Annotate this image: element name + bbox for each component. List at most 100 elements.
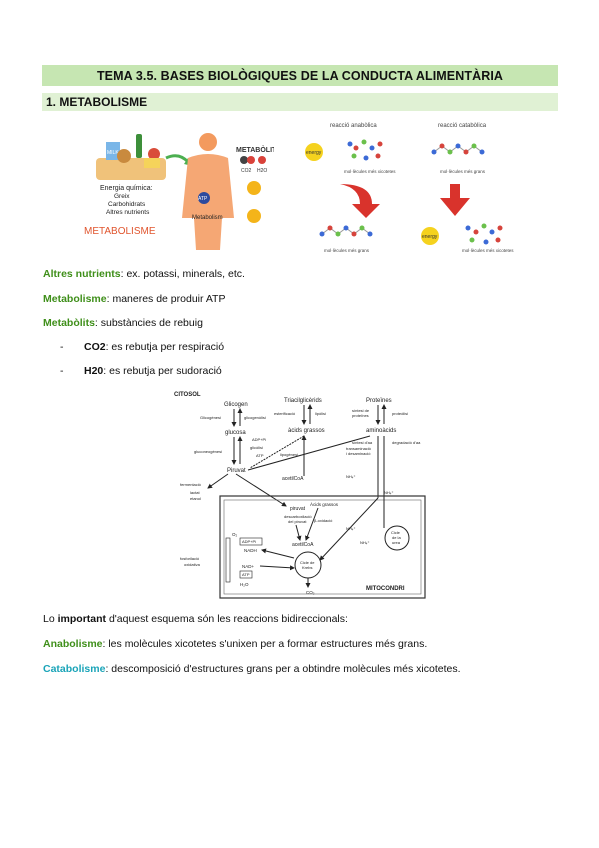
nh4-label: NH₄⁺ xyxy=(360,540,370,545)
krebs-label: Cicle de xyxy=(300,560,315,565)
definition-metabolism: Metabolisme: maneres de produir ATP xyxy=(43,293,225,305)
catabolic-label: reacció catabòlica xyxy=(438,123,487,129)
co2-molecule-icon xyxy=(240,156,248,164)
acetylcoa-label: acetilCoA xyxy=(282,476,304,482)
aa-synthesis-label: síntesi d'aa xyxy=(352,440,373,445)
urea-label: de la xyxy=(392,535,401,540)
small-molecules-icon xyxy=(347,139,383,161)
transamination-label: transaminació xyxy=(346,446,372,451)
flame-icon xyxy=(247,209,261,223)
atp-label: ATP xyxy=(256,453,264,458)
small-molecules-label: mol·lècules més xicotetes xyxy=(344,169,396,174)
co2-molecule-icon xyxy=(247,156,255,164)
milk-label: MILK xyxy=(107,150,119,156)
definition-text: : maneres de produir ATP xyxy=(106,293,226,305)
metabolits-label: METABÒLITS xyxy=(236,145,274,154)
energy-burst-icon xyxy=(305,143,323,161)
mitochondria-label: MITOCONDRI xyxy=(366,586,405,592)
definition-term: Catabolisme xyxy=(43,663,106,675)
urea-label: Cicle xyxy=(391,530,401,535)
oxphos-label: oxidativa xyxy=(184,562,201,567)
definition-text: : descomposició d'estructures grans per … xyxy=(105,663,461,675)
urea-label: urea xyxy=(392,540,401,545)
decarboxylation-label: descarboxilació xyxy=(284,514,312,519)
atp-label: ATP xyxy=(242,572,250,577)
h2o-label: H2O xyxy=(257,168,267,174)
pyruvate-label: Piruvat xyxy=(227,468,246,474)
large-molecules-label: mol·lècules més grans xyxy=(324,248,370,253)
proteins-label: Proteïnes xyxy=(366,398,392,404)
bullet-text: : es rebutja per sudoració xyxy=(103,365,222,377)
glycolysis-label: glicòlisi xyxy=(250,445,263,450)
nh4-label: NH₄⁺ xyxy=(346,474,356,479)
definition-other-nutrients: Altres nutrients: ex. potassi, minerals,… xyxy=(43,268,245,280)
ethanol-label: etanol xyxy=(190,496,201,501)
beta-oxidation-label: β-oxidació xyxy=(314,518,333,523)
oxphos-label: fosforilació xyxy=(180,556,200,561)
bullet-dash: - xyxy=(60,341,64,353)
decarboxylation-label: del piruvat xyxy=(288,519,307,524)
atp-label: ATP xyxy=(198,196,208,202)
nh4-label: NH₄⁺ xyxy=(346,526,356,531)
krebs-label: Krebs xyxy=(302,565,312,570)
small-molecules-label: mol·lècules més xicotetes xyxy=(462,248,514,253)
cytosol-label: CITOSOL xyxy=(174,392,201,398)
bullet-h20: -H20: es rebutja per sudoració xyxy=(60,365,222,377)
metabolism-label: Metabolism xyxy=(192,215,223,221)
lactate-label: lactat xyxy=(190,490,200,495)
bullet-text: : es rebutja per respiració xyxy=(105,341,225,353)
metabolism-illustration: MILK Energia química: Greix Carbohidrats… xyxy=(84,128,274,250)
definition-metabolites: Metabòlits: substàncies de rebuig xyxy=(43,317,203,329)
bread-icon xyxy=(117,149,131,163)
energy-burst-icon xyxy=(421,227,439,245)
transamination-label: i desaminació xyxy=(346,451,371,456)
definition-catabolism: Catabolisme: descomposició d'estructures… xyxy=(43,663,461,675)
fatty-acids-label: àcids grassos xyxy=(288,428,325,434)
bullet-co2: - CO2: es rebutja per respiració xyxy=(60,341,224,353)
glycogenesis-label: Glicogènesi xyxy=(200,415,221,420)
lipolysis-label: lipòlisi xyxy=(315,411,326,416)
body-head-icon xyxy=(199,133,217,151)
bullet-term: CO2 xyxy=(84,341,106,353)
adp-pi-label: ADP+Pi xyxy=(252,437,266,442)
h2o-label: H₂O xyxy=(240,582,249,587)
energy-label: energy xyxy=(306,150,322,156)
proteolysis-label: proteòlisi xyxy=(392,411,408,416)
bullet-term: H20 xyxy=(84,365,104,377)
h2o-molecule-icon xyxy=(258,156,266,164)
flame-icon xyxy=(247,181,261,195)
definition-term: Altres nutrients xyxy=(43,268,121,280)
energy-item: Greix xyxy=(114,193,130,200)
o2-label: O₂ xyxy=(232,532,238,537)
important-note: Lo important d'aquest esquema són les re… xyxy=(43,613,348,625)
milk-carton-icon xyxy=(106,142,120,160)
gluconeogenesis-label: gluconeogènesi xyxy=(194,449,222,454)
mitochondrion-boundary xyxy=(219,495,426,599)
definition-text: : ex. potassi, minerals, etc. xyxy=(120,268,245,280)
glycogen-label: Glicogen xyxy=(224,402,248,408)
glycogenolysis-label: glicogenòlisi xyxy=(244,415,266,420)
protein-synthesis-label: síntesi de xyxy=(352,408,370,413)
reactions-illustration: reacció anabòlica reacció catabòlica ene… xyxy=(305,123,514,253)
nadh-label: NADH xyxy=(244,548,257,553)
fatty-acids-mito-label: Àcids grassos xyxy=(310,501,339,507)
energy-label: Energia química: xyxy=(100,185,153,192)
note-text: d'aquest esquema són les reaccions bidir… xyxy=(106,613,348,625)
glucose-label: glucosa xyxy=(225,430,246,436)
energy-item: Altres nutrients xyxy=(106,209,150,216)
acetylcoa-mito-label: acetilCoA xyxy=(292,542,314,548)
protein-synthesis-label: proteïnes xyxy=(352,413,369,418)
triglycerides-label: Triacilglicèrids xyxy=(284,398,322,404)
note-emphasis: important xyxy=(57,613,107,625)
anabolic-label: reacció anabòlica xyxy=(330,123,377,129)
cheese-icon xyxy=(144,158,160,168)
metabolic-pathways-diagram: CITOSOL Glicogen Glicogènesi glicogenòli… xyxy=(174,392,426,599)
pyruvate-mito-label: piruvat xyxy=(290,506,306,512)
apple-icon xyxy=(148,148,160,160)
large-molecules-label: mol·lècules més grans xyxy=(440,169,486,174)
co2-label: CO2 xyxy=(241,168,252,174)
definition-text: : les molècules xicotetes s'unixen per a… xyxy=(102,638,428,650)
note-text: Lo xyxy=(43,613,58,625)
lipogenesis-label: lipogènesi xyxy=(280,452,298,457)
definition-term: Metabòlits xyxy=(43,317,95,329)
